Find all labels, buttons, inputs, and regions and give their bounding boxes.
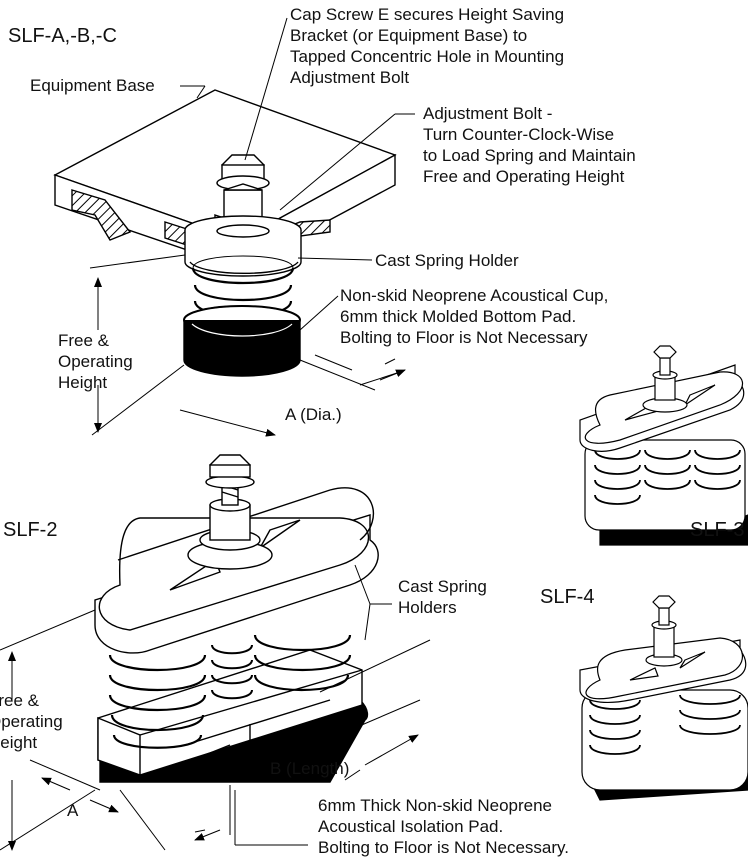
- free-operating-height-2-line-2: Operating: [0, 712, 63, 731]
- model-label-slf-3: SLF-3: [690, 519, 745, 541]
- free-operating-height-line-2: Operating: [58, 352, 133, 371]
- equipment-base-label: Equipment Base: [30, 76, 155, 95]
- neoprene-cup-line-3: Bolting to Floor is Not Necessary: [340, 328, 588, 347]
- cap-screw: [216, 154, 270, 223]
- coil-spring-middle: [211, 644, 253, 700]
- coil-spring-left: [108, 654, 207, 749]
- double-mount-dimensions: [0, 609, 431, 851]
- free-operating-height-label: Free & Operating Height: [58, 330, 133, 393]
- model-label-slf-4: SLF-4: [540, 586, 595, 608]
- double-spring-mount: [94, 454, 379, 783]
- adjustment-bolt-callout: Adjustment Bolt - Turn Counter-Clock-Wis…: [423, 103, 636, 187]
- isolation-pad-line-1: 6mm Thick Non-skid Neoprene: [318, 796, 552, 815]
- cap-screw-line-1: Cap Screw E secures Height Saving: [290, 5, 565, 24]
- adjustment-bolt-line-3: to Load Spring and Maintain: [423, 146, 636, 165]
- cap-screw-line-3: Tapped Concentric Hole in Mounting: [290, 47, 565, 66]
- slf4-mount: [579, 595, 748, 801]
- cast-spring-holders-line-2: Holders: [398, 598, 457, 617]
- neoprene-cup-line-2: 6mm thick Molded Bottom Pad.: [340, 307, 577, 326]
- width-a-label: A: [67, 801, 79, 820]
- length-label: B (Length): [270, 759, 350, 778]
- slf3-mount: [579, 345, 748, 546]
- leader-lines-bottom: [234, 564, 392, 846]
- neoprene-cup-line-1: Non-skid Neoprene Acoustical Cup,: [340, 286, 609, 305]
- diameter-label: A (Dia.): [285, 405, 342, 424]
- cast-spring-holder: [184, 215, 302, 277]
- neoprene-cup: [183, 305, 301, 377]
- free-operating-height-line-1: Free &: [58, 331, 110, 350]
- free-operating-height-label-2: Free & Operating Height: [0, 690, 63, 753]
- adjustment-bolt-line-4: Free and Operating Height: [423, 167, 625, 186]
- neoprene-cup-callout: Non-skid Neoprene Acoustical Cup, 6mm th…: [340, 285, 608, 348]
- cast-spring-holder-label: Cast Spring Holder: [375, 251, 519, 270]
- adjustment-bolt-line-2: Turn Counter-Clock-Wise: [423, 125, 615, 144]
- free-operating-height-line-3: Height: [58, 373, 108, 392]
- free-operating-height-2-line-1: Free &: [0, 691, 40, 710]
- model-label-slf-2: SLF-2: [3, 519, 58, 541]
- cap-screw-callout: Cap Screw E secures Height Saving Bracke…: [290, 4, 564, 88]
- model-label-slf-abc: SLF-A,-B,-C: [8, 25, 117, 47]
- cap-screw-line-2: Bracket (or Equipment Base) to: [290, 26, 528, 45]
- single-spring-mount: [53, 89, 397, 377]
- single-mount-dimensions: [89, 254, 406, 437]
- adjustment-bolt-line-1: Adjustment Bolt -: [423, 104, 553, 123]
- isolation-pad-callout: 6mm Thick Non-skid Neoprene Acoustical I…: [318, 795, 569, 858]
- isolation-pad-line-3: Bolting to Floor is Not Necessary.: [318, 838, 569, 857]
- cast-spring-holders-line-1: Cast Spring: [398, 577, 487, 596]
- free-operating-height-2-line-3: Height: [0, 733, 38, 752]
- isolation-pad-line-2: Acoustical Isolation Pad.: [318, 817, 504, 836]
- leader-lines-top: [180, 17, 415, 331]
- cap-screw-line-4: Adjustment Bolt: [290, 68, 410, 87]
- cast-spring-holders-callout: Cast Spring Holders: [398, 576, 487, 618]
